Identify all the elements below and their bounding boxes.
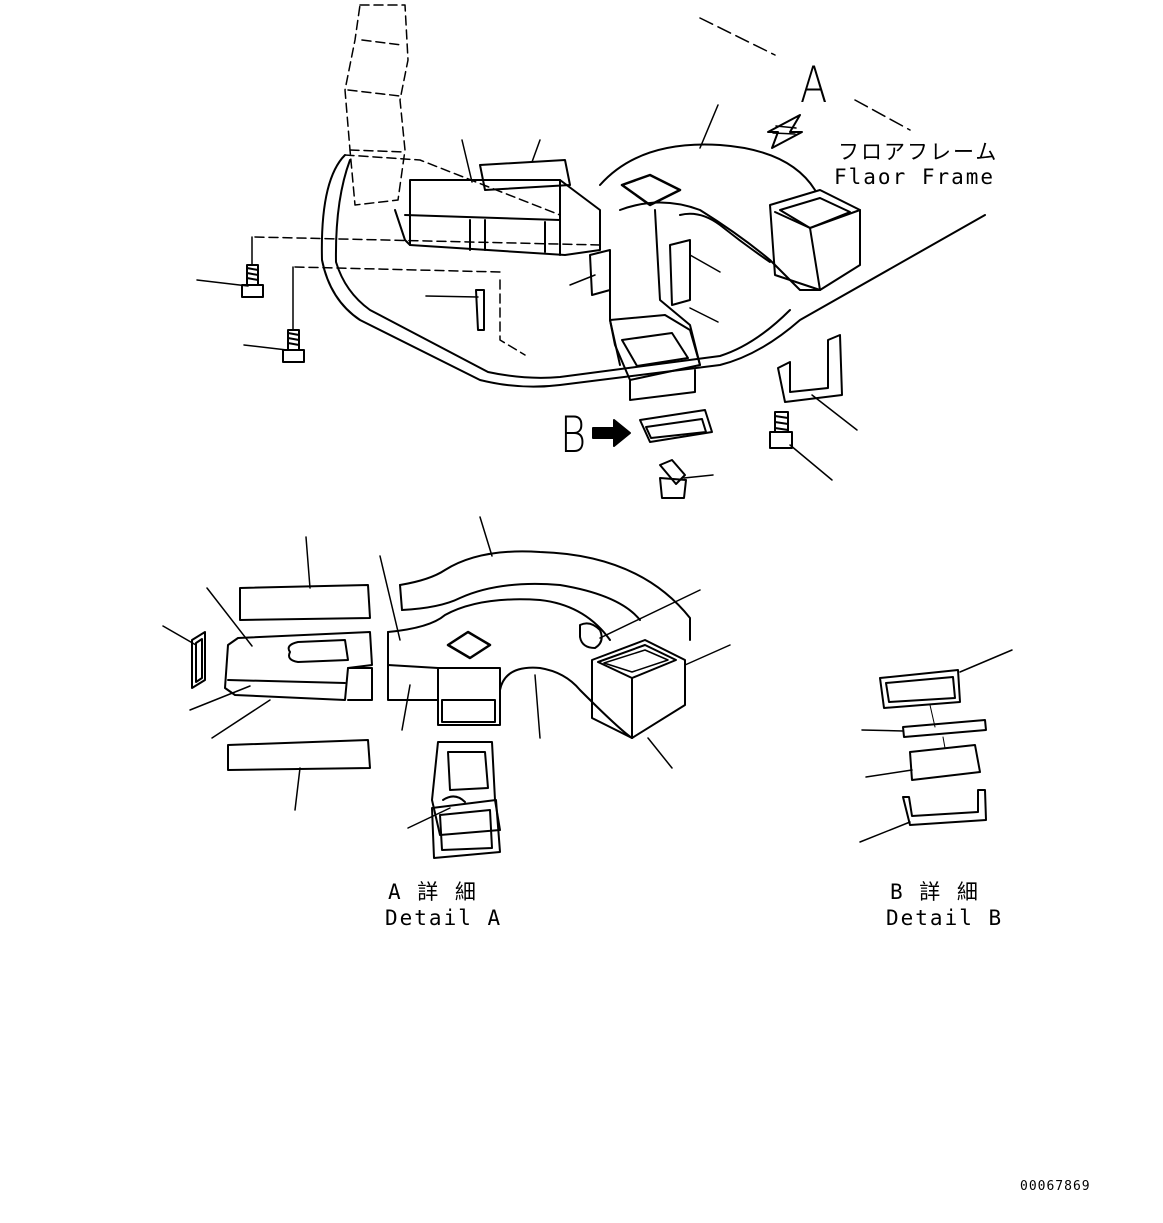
detail-a-title-jp: A 詳 細 xyxy=(388,880,478,904)
leader-lines-detail-a xyxy=(162,516,731,829)
leader-lines-top xyxy=(196,104,858,481)
seal-strip xyxy=(902,719,987,738)
curved-duct-main xyxy=(387,598,611,641)
bolt-left-1 xyxy=(241,264,264,298)
main-assembly-view xyxy=(196,4,986,499)
pin xyxy=(475,289,485,331)
outlet-box xyxy=(591,639,686,739)
u-clip xyxy=(902,789,987,826)
detail-a-view xyxy=(162,516,731,859)
view-a-label: A xyxy=(800,56,828,114)
u-bracket xyxy=(777,334,843,403)
bolt-cover xyxy=(659,459,687,499)
vertical-duct-phantom xyxy=(254,4,601,356)
leader-lines-detail-b xyxy=(859,649,1013,843)
floor-frame-outline-inner xyxy=(334,159,791,379)
curved-duct-top-layer xyxy=(399,550,691,641)
left-duct-bottom-plate xyxy=(227,739,371,771)
left-duct-top-plate xyxy=(239,584,371,621)
seal-frame xyxy=(879,669,961,709)
floor-frame-label-jp: フロアフレーム xyxy=(838,140,999,164)
drawing-number: 00067869 xyxy=(1020,1179,1091,1194)
left-duct-body xyxy=(224,631,373,701)
gasket-small xyxy=(191,631,206,689)
detail-b-title-jp: B 詳 細 xyxy=(890,880,980,904)
branch-duct xyxy=(589,209,701,401)
rear-duct xyxy=(394,159,601,256)
detail-b-view xyxy=(859,649,1013,843)
detail-a-title-en: Detail A xyxy=(385,906,503,930)
floor-frame-label-en: Flaor Frame xyxy=(834,165,996,189)
branch-piece xyxy=(431,741,501,836)
bolt-left-2 xyxy=(282,329,305,363)
cover-plate xyxy=(639,409,713,443)
arrow-b-icon xyxy=(592,419,631,447)
bolt-bracket xyxy=(769,411,793,449)
detail-b-title-en: Detail B xyxy=(886,906,1004,930)
plate xyxy=(909,744,981,781)
floor-frame-outline xyxy=(320,154,986,388)
main-curved-duct xyxy=(599,143,861,291)
arrow-a-icon xyxy=(767,114,803,149)
view-b-label: B xyxy=(560,406,587,464)
